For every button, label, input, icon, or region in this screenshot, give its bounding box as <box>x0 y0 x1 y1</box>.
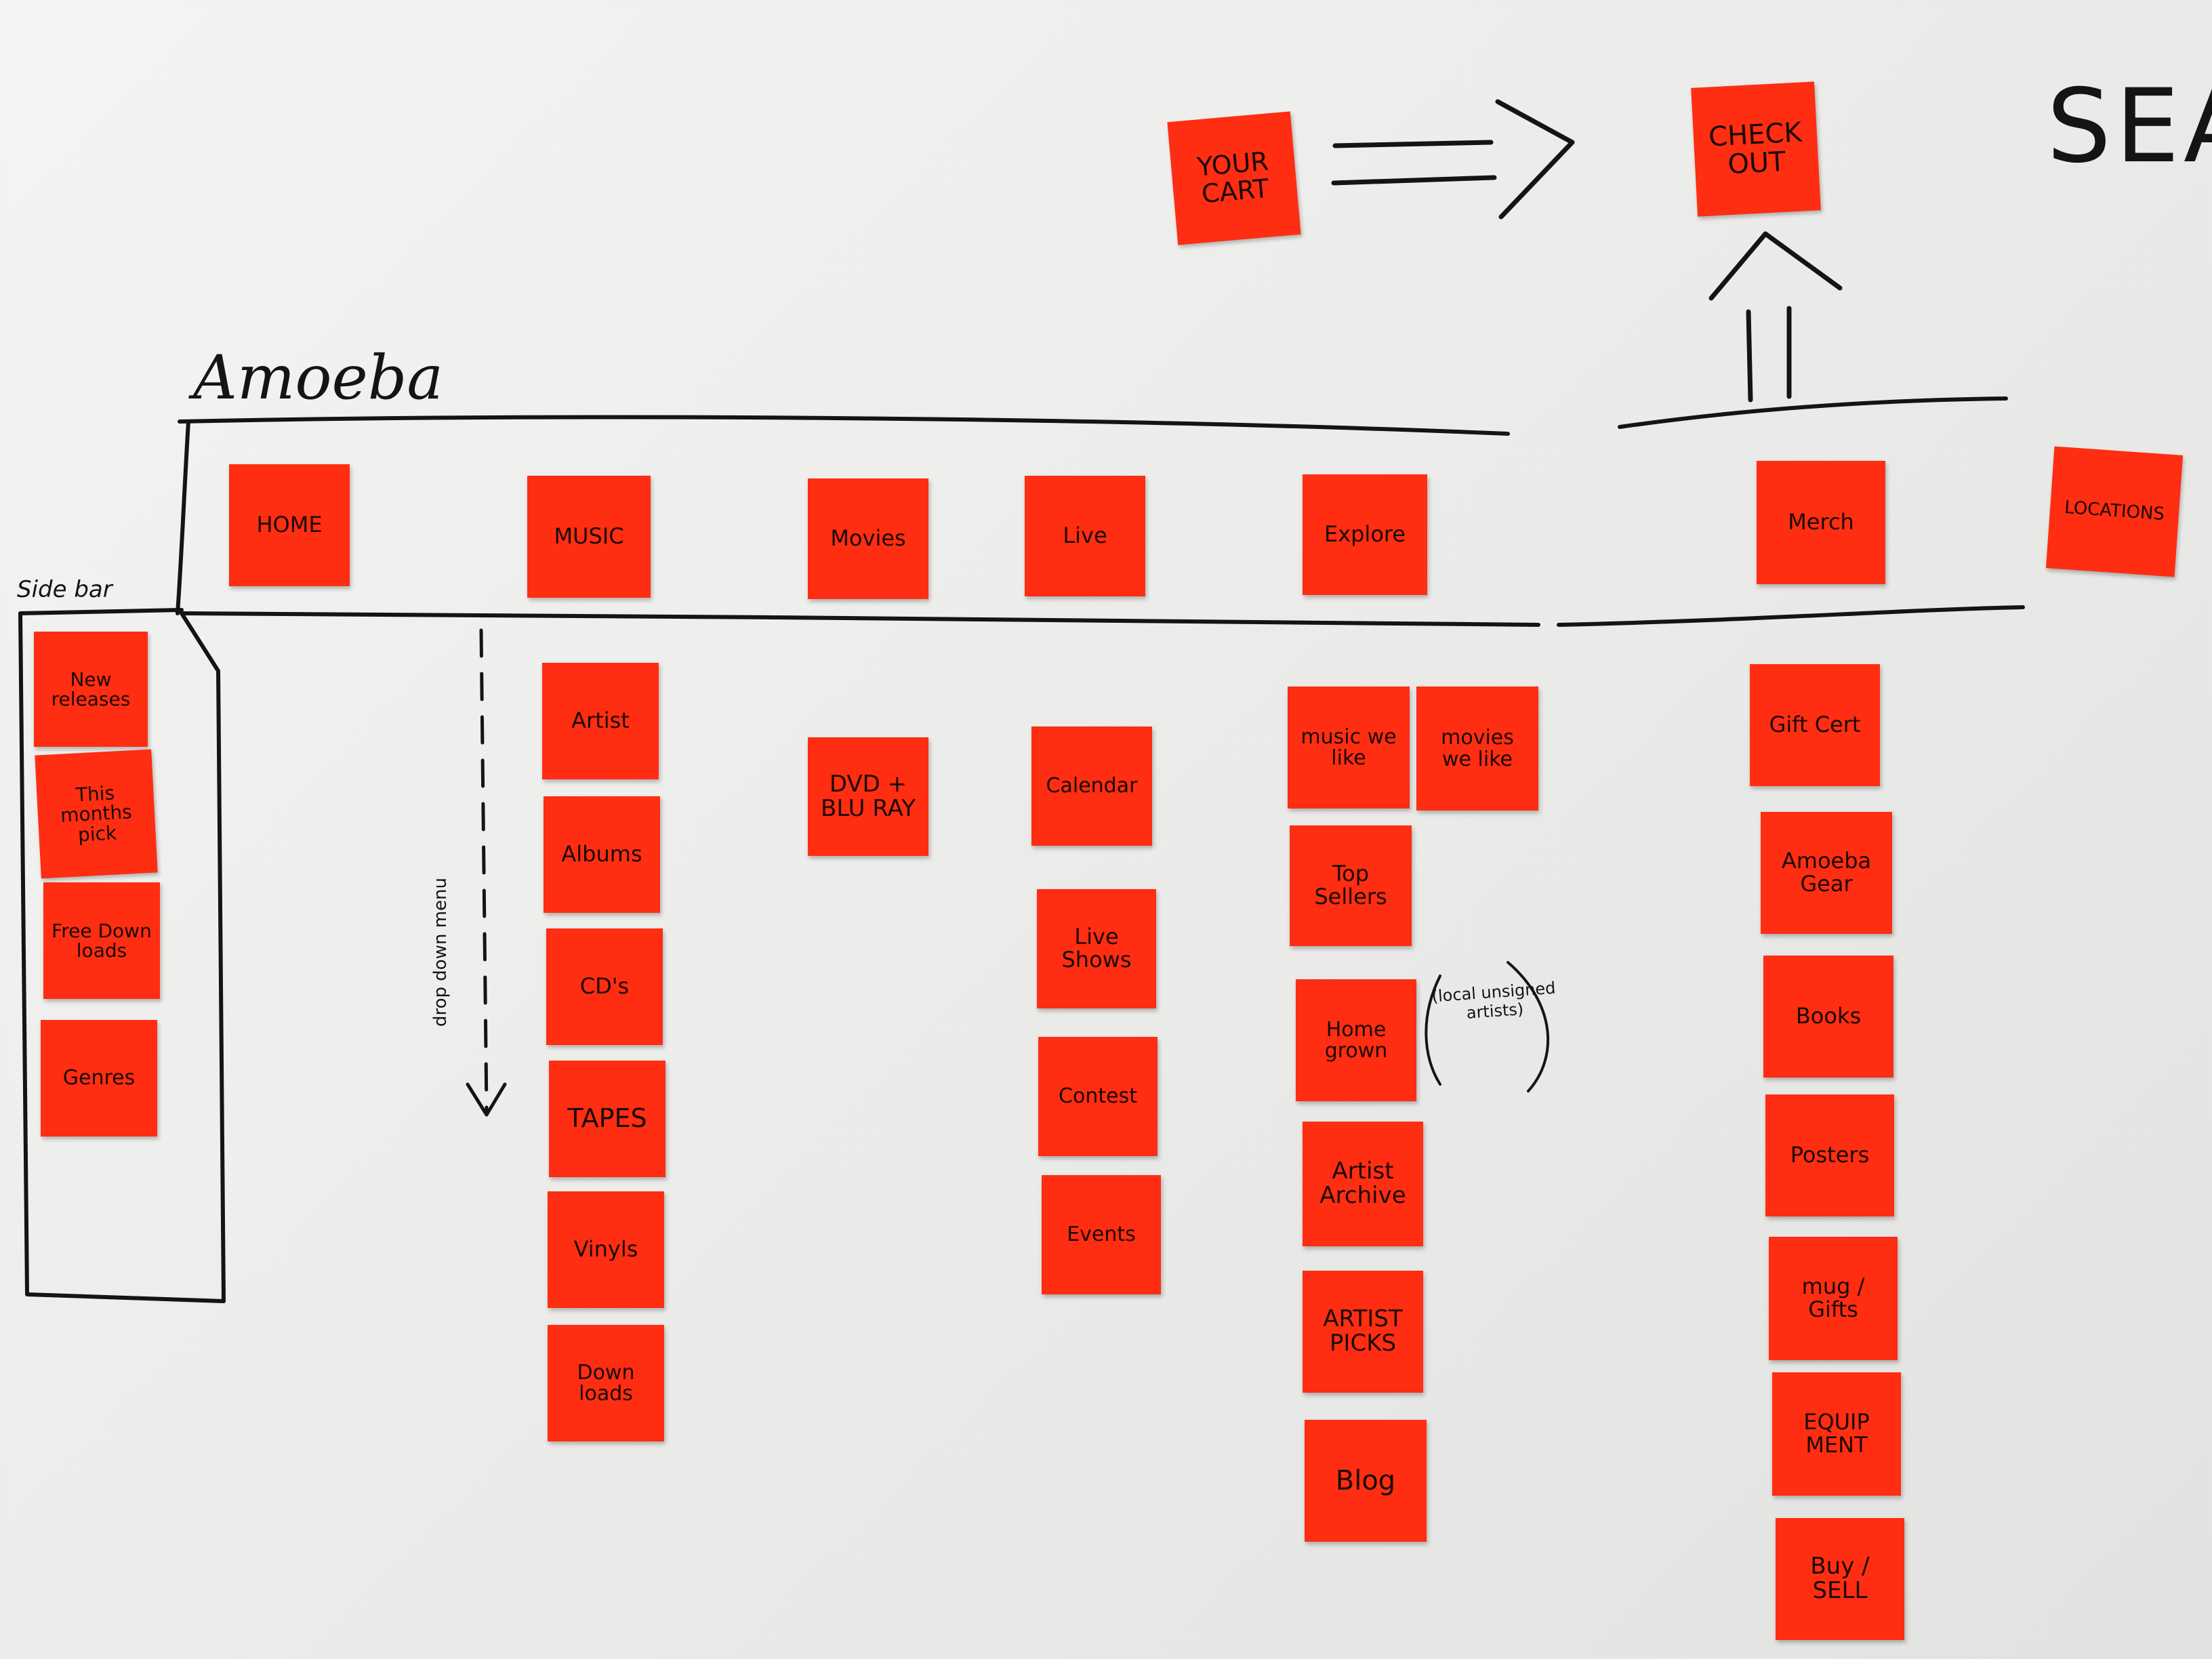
sidebar-item-genres[interactable]: Genres <box>41 1020 157 1136</box>
merch-item-amoeba-gear[interactable]: Amoeba Gear <box>1761 812 1892 934</box>
header-left-edge <box>176 419 190 615</box>
merch-item-buy-sell[interactable]: Buy / SELL <box>1776 1518 1904 1640</box>
movies-item-dvd-bluray-label: DVD + BLU RAY <box>821 770 916 822</box>
nav-music-label: MUSIC <box>554 523 624 550</box>
music-item-cds-label: CD's <box>579 973 630 1000</box>
sidebar-item-genres-label: Genres <box>62 1066 136 1090</box>
music-item-artist-label: Artist <box>571 708 630 734</box>
nav-home-label: HOME <box>256 512 323 538</box>
nav-movies[interactable]: Movies <box>808 478 928 599</box>
nav-locations-label: LOCATIONS <box>2064 497 2165 525</box>
merch-item-equipment-label: EQUIP MENT <box>1803 1409 1870 1458</box>
header-top-line <box>178 415 1510 436</box>
live-item-events[interactable]: Events <box>1042 1175 1161 1294</box>
dropdown-label: drop down menu <box>430 878 451 1027</box>
sidebar-item-free-downloads[interactable]: Free Down loads <box>43 882 160 999</box>
dropdown-dashed-line <box>479 628 489 1113</box>
explore-item-top-sellers[interactable]: Top Sellers <box>1290 825 1412 946</box>
explore-item-top-sellers-label: Top Sellers <box>1314 861 1387 909</box>
your-cart-label: YOUR CART <box>1195 146 1271 209</box>
explore-item-artist-archive-label: Artist Archive <box>1319 1158 1406 1209</box>
music-item-cds[interactable]: CD's <box>546 928 663 1045</box>
nav-explore-label: Explore <box>1324 521 1406 548</box>
nav-live-label: Live <box>1063 523 1107 549</box>
nav-movies-label: Movies <box>830 525 906 552</box>
live-item-live-shows[interactable]: Live Shows <box>1037 889 1156 1008</box>
merch-item-posters[interactable]: Posters <box>1765 1094 1894 1216</box>
music-item-downloads-label: Down loads <box>577 1360 635 1406</box>
checkout-up-arrow <box>1708 231 1843 403</box>
nav-music[interactable]: MUSIC <box>527 476 651 598</box>
explore-item-artist-picks[interactable]: ARTIST PICKS <box>1303 1271 1423 1393</box>
live-item-events-label: Events <box>1067 1223 1136 1247</box>
explore-item-blog-label: Blog <box>1335 1465 1396 1496</box>
explore-item-music-we-like-label: music we like <box>1300 724 1397 770</box>
merch-item-books[interactable]: Books <box>1763 956 1893 1078</box>
merch-item-equipment[interactable]: EQUIP MENT <box>1772 1372 1901 1496</box>
live-item-contest-label: Contest <box>1059 1084 1137 1109</box>
header-top-line-right <box>1618 396 2008 429</box>
music-item-tapes[interactable]: TAPES <box>549 1061 665 1177</box>
explore-item-movies-we-like[interactable]: movies we like <box>1416 687 1538 811</box>
merch-item-gift-cert-label: Gift Cert <box>1769 712 1861 738</box>
dropdown-arrow-head <box>466 1082 507 1117</box>
header-bottom-line-right <box>1557 605 2025 627</box>
merch-item-amoeba-gear-label: Amoeba Gear <box>1781 848 1872 897</box>
explore-item-music-we-like[interactable]: music we like <box>1288 687 1410 808</box>
header-bottom-line <box>180 611 1540 627</box>
music-item-downloads[interactable]: Down loads <box>548 1325 664 1441</box>
sidebar-item-this-months-pick[interactable]: This months pick <box>35 749 158 879</box>
nav-live[interactable]: Live <box>1025 476 1145 596</box>
merch-item-gift-cert[interactable]: Gift Cert <box>1750 664 1880 786</box>
merch-item-books-label: Books <box>1795 1003 1862 1029</box>
cart-arrow <box>1331 99 1575 220</box>
brand-label: Amoeba <box>193 342 444 413</box>
sidebar-item-new-releases-label: New releases <box>51 668 131 710</box>
sidebar-label: Side bar <box>17 576 112 603</box>
sidebar-item-new-releases[interactable]: New releases <box>34 632 148 747</box>
explore-item-artist-picks-label: ARTIST PICKS <box>1323 1305 1403 1357</box>
movies-item-dvd-bluray[interactable]: DVD + BLU RAY <box>808 737 928 856</box>
music-item-albums[interactable]: Albums <box>544 796 660 913</box>
explore-item-movies-we-like-label: movies we like <box>1441 726 1514 771</box>
explore-item-home-grown[interactable]: Home grown <box>1296 979 1416 1101</box>
merch-item-mug-gifts[interactable]: mug / Gifts <box>1769 1237 1898 1360</box>
check-out-note[interactable]: CHECK OUT <box>1691 81 1821 217</box>
explore-item-home-grown-label: Home grown <box>1324 1017 1388 1063</box>
live-item-contest[interactable]: Contest <box>1038 1037 1158 1156</box>
nav-merch-label: Merch <box>1788 509 1854 535</box>
nav-home[interactable]: HOME <box>229 464 350 586</box>
your-cart-note[interactable]: YOUR CART <box>1167 111 1301 245</box>
music-item-vinyls-label: Vinyls <box>573 1236 638 1263</box>
music-item-vinyls[interactable]: Vinyls <box>548 1191 664 1308</box>
music-item-artist[interactable]: Artist <box>542 663 659 779</box>
sidebar-item-free-downloads-label: Free Down loads <box>52 919 152 962</box>
music-item-tapes-label: TAPES <box>567 1103 647 1134</box>
live-item-calendar-label: Calendar <box>1046 774 1138 798</box>
merch-item-buy-sell-label: Buy / SELL <box>1810 1553 1870 1604</box>
sidebar-item-this-months-pick-label: This months pick <box>60 781 133 846</box>
explore-item-artist-archive[interactable]: Artist Archive <box>1303 1122 1423 1246</box>
live-item-live-shows-label: Live Shows <box>1061 924 1132 972</box>
nav-locations[interactable]: LOCATIONS <box>2045 446 2184 577</box>
nav-explore[interactable]: Explore <box>1303 474 1427 595</box>
homegrown-annotation: (local unsigned artists) <box>1431 978 1557 1023</box>
merch-item-mug-gifts-label: mug / Gifts <box>1801 1273 1865 1322</box>
merch-item-posters-label: Posters <box>1790 1142 1870 1168</box>
check-out-label: CHECK OUT <box>1708 117 1803 181</box>
explore-item-blog[interactable]: Blog <box>1305 1420 1427 1542</box>
nav-merch[interactable]: Merch <box>1757 461 1885 584</box>
live-item-calendar[interactable]: Calendar <box>1031 726 1152 846</box>
music-item-albums-label: Albums <box>561 841 642 867</box>
search-label: SEA <box>2047 68 2212 186</box>
